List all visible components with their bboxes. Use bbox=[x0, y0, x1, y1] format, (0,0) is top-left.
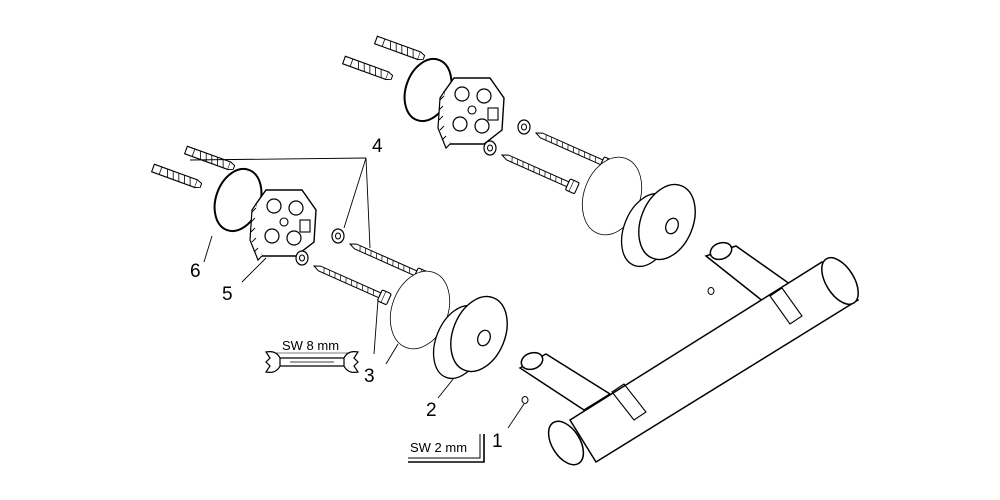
hex-key-icon bbox=[408, 434, 485, 463]
lower-rosette bbox=[432, 295, 508, 380]
callout-1: 1 bbox=[492, 431, 503, 452]
wrench-size-label: SW 8 mm bbox=[282, 338, 339, 353]
upper-mounting-set bbox=[342, 35, 696, 268]
leader-lines bbox=[189, 157, 525, 429]
grub-screw-lower bbox=[521, 396, 529, 404]
upper-rosette bbox=[620, 183, 696, 268]
callout-3: 3 bbox=[364, 366, 375, 387]
lower-mounting-set bbox=[151, 145, 508, 380]
callout-4: 4 bbox=[372, 136, 383, 157]
callout-6: 6 bbox=[190, 261, 201, 282]
callout-2: 2 bbox=[426, 400, 437, 421]
wrench-icon bbox=[265, 351, 359, 373]
callout-5: 5 bbox=[222, 284, 233, 305]
grab-bar bbox=[518, 241, 860, 466]
grub-screw-upper bbox=[707, 287, 715, 295]
hex-key-size-label: SW 2 mm bbox=[410, 440, 467, 455]
